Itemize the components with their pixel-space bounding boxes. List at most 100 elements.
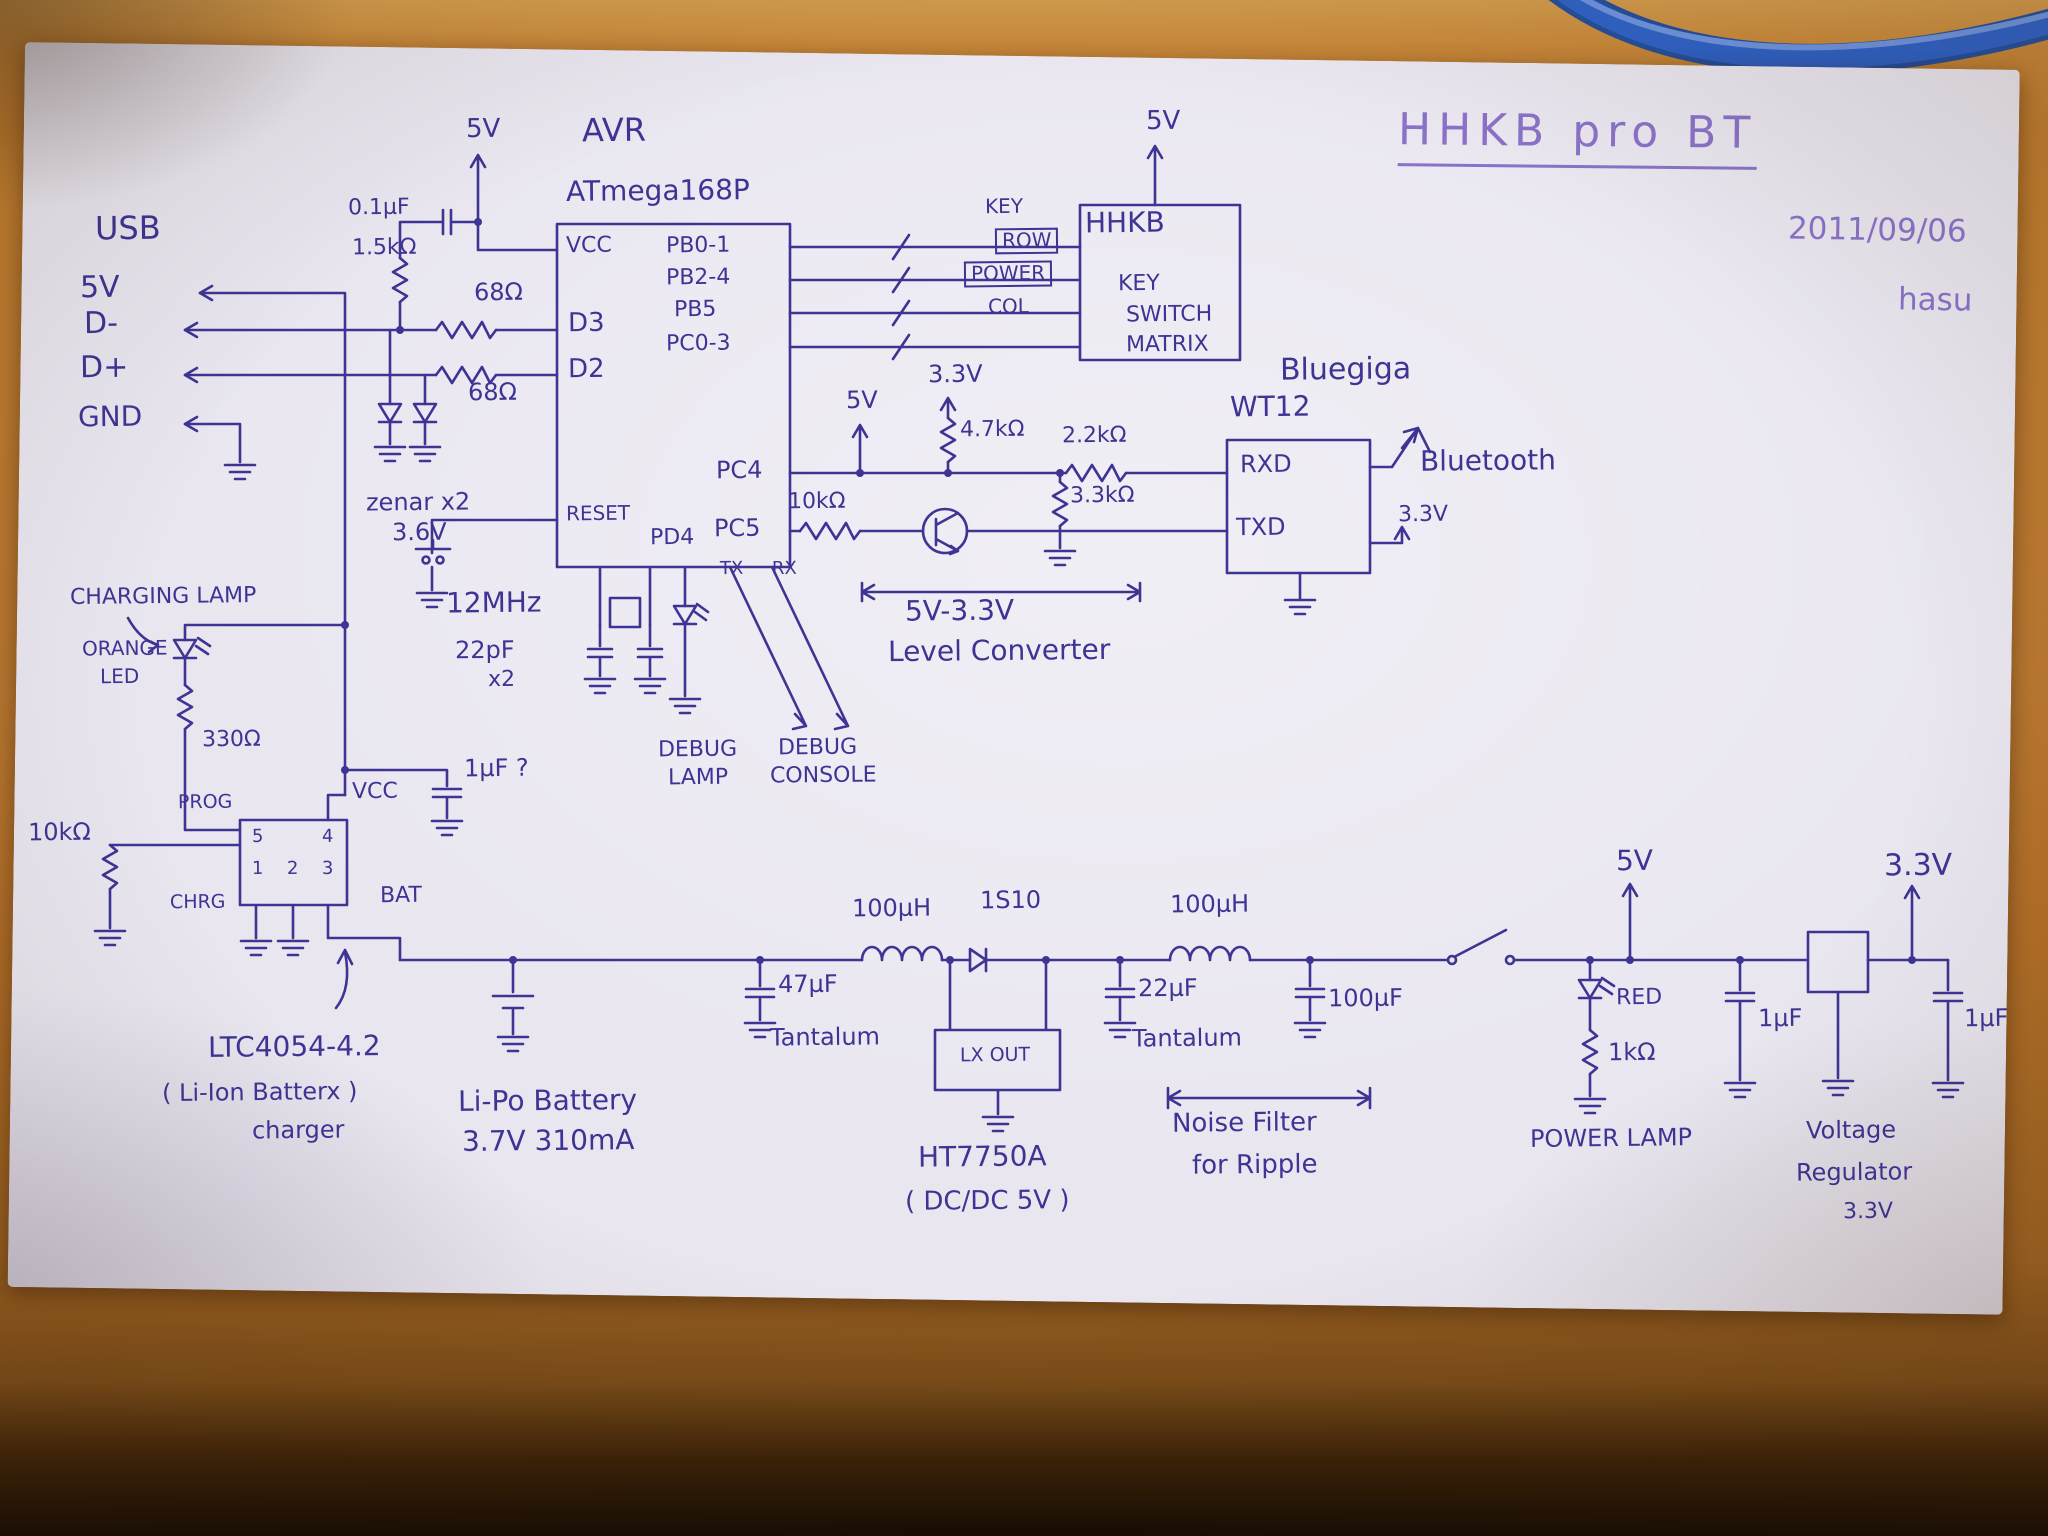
label-res-15k: 1.5kΩ xyxy=(351,234,417,261)
label-r10k: 10kΩ xyxy=(27,817,91,847)
label-pin-vcc2: VCC xyxy=(351,778,398,805)
label-res-68-a: 68Ω xyxy=(473,277,524,307)
label-led: LED xyxy=(99,663,140,689)
label-avr-5v: 5V xyxy=(465,113,501,145)
label-d1s10: 1S10 xyxy=(979,885,1042,915)
label-nf1: Noise Filter xyxy=(1171,1107,1317,1139)
label-pin-pb24: PB2-4 xyxy=(665,264,731,291)
label-usb-dplus: D+ xyxy=(79,349,129,386)
label-c1uf-q: 1μF ? xyxy=(463,753,529,783)
label-zener: zenar x2 xyxy=(365,487,471,517)
label-pin-reset: RESET xyxy=(565,500,631,526)
label-lc-name: Level Converter xyxy=(887,632,1111,669)
label-pin4: 4 xyxy=(321,825,334,848)
label-bt-33v: 3.3V xyxy=(1397,501,1449,528)
label-usb-5v: 5V xyxy=(79,269,120,306)
power-rail-wires xyxy=(398,882,1965,1133)
label-res-10k-lc: 10kΩ xyxy=(787,488,846,515)
label-vr1: Voltage xyxy=(1805,1115,1897,1145)
label-usb-gnd: GND xyxy=(77,399,143,434)
label-pin-pc4: PC4 xyxy=(715,455,763,485)
date-note: 2011/09/06 xyxy=(1787,210,1967,250)
label-debug-console: DEBUG xyxy=(777,734,858,761)
label-bus-col: COL xyxy=(987,293,1029,319)
label-orange: ORANGE xyxy=(81,635,168,661)
label-bus-power: POWER xyxy=(963,260,1053,288)
label-lc-5v: 5V xyxy=(845,385,878,415)
label-bluegiga: Bluegiga xyxy=(1279,351,1412,388)
label-res-47k: 4.7kΩ xyxy=(959,416,1025,443)
label-lxout: LX OUT xyxy=(959,1043,1031,1067)
label-r1k: 1kΩ xyxy=(1607,1037,1656,1067)
label-pin-d2: D2 xyxy=(567,353,605,385)
level-converter-wires xyxy=(788,396,1229,603)
label-pin-prog: PROG xyxy=(177,790,233,814)
label-pin-chrg: CHRG xyxy=(169,890,226,914)
label-lc-range: 5V-3.3V xyxy=(904,593,1015,628)
label-hhkb-key: KEY xyxy=(1117,270,1160,297)
label-debug-lamp2: LAMP xyxy=(667,764,729,791)
page-title: HHKB pro BT xyxy=(1397,104,1758,170)
label-pin-pc03: PC0-3 xyxy=(665,330,731,357)
label-usb: USB xyxy=(94,208,161,248)
label-pin-vcc: VCC xyxy=(565,232,612,259)
label-pin1: 1 xyxy=(251,857,264,880)
label-pin3: 3 xyxy=(321,857,334,880)
label-cap-01uf: 0.1μF xyxy=(347,194,410,221)
label-usb-dminus: D- xyxy=(83,305,119,342)
label-c1uf-b: 1μF xyxy=(1963,1003,2009,1033)
charger-wires xyxy=(93,616,464,1010)
label-c47uf-t: Tantalum xyxy=(769,1022,881,1052)
label-pin-d3: D3 xyxy=(567,307,605,339)
label-vr3: 3.3V xyxy=(1842,1198,1894,1225)
label-res-22k: 2.2kΩ xyxy=(1061,422,1127,449)
label-res-33k: 3.3kΩ xyxy=(1069,482,1135,509)
label-c100uf: 100μF xyxy=(1327,983,1404,1013)
label-l100-b: 100μH xyxy=(1169,889,1250,919)
label-tx: TX xyxy=(719,557,744,580)
label-l100-a: 100μH xyxy=(851,893,932,923)
label-xtal: 12MHz xyxy=(445,585,542,620)
label-vr2: Regulator xyxy=(1795,1157,1913,1187)
label-pin-bat: BAT xyxy=(379,882,423,909)
label-debug-console2: CONSOLE xyxy=(769,762,877,789)
label-c22uf: 22μF xyxy=(1137,973,1198,1003)
label-ht7750: HT7750A xyxy=(917,1139,1047,1174)
crystal-wires xyxy=(583,565,667,695)
label-c22uf-t: Tantalum xyxy=(1131,1023,1243,1053)
label-debug-lamp: DEBUG xyxy=(657,736,738,763)
label-c22pf-x2: x2 xyxy=(487,666,516,693)
label-r330: 330Ω xyxy=(201,726,261,753)
label-ltc: LTC4054-4.2 xyxy=(207,1029,381,1064)
label-red: RED xyxy=(1615,984,1663,1011)
label-pin-txd: TXD xyxy=(1235,512,1286,542)
label-c22pf: 22pF xyxy=(454,635,515,665)
label-charging-lamp: CHARGING LAMP xyxy=(69,583,257,610)
label-zener-v: 3.6V xyxy=(391,517,447,547)
usb-section-wires xyxy=(183,284,559,797)
label-pin-pb5: PB5 xyxy=(673,296,717,323)
label-avr: AVR xyxy=(581,110,647,150)
author-note: hasu xyxy=(1897,281,1973,319)
label-hhkb-switch: SWITCH xyxy=(1125,301,1213,328)
label-hhkb-5v: 5V xyxy=(1145,105,1181,137)
wt12-box xyxy=(1225,426,1432,616)
label-pin-pb01: PB0-1 xyxy=(665,232,731,259)
label-lipo: Li-Po Battery xyxy=(457,1083,638,1118)
label-bluetooth: Bluetooth xyxy=(1419,443,1557,478)
label-hhkb-matrix: MATRIX xyxy=(1125,331,1209,358)
label-ltc2: ( Li-Ion Batterx ) xyxy=(161,1076,358,1108)
label-pin-rxd: RXD xyxy=(1239,449,1292,479)
label-avr-part: ATmega168P xyxy=(565,173,751,208)
label-pin-pc5: PC5 xyxy=(713,513,761,543)
label-pin2: 2 xyxy=(286,857,299,880)
label-hhkb: HHKB xyxy=(1084,205,1165,240)
debug-wires xyxy=(668,565,850,731)
label-res-68-b: 68Ω xyxy=(467,377,518,407)
keyboard-bus-wires xyxy=(788,233,1082,361)
hhkb-matrix-box xyxy=(1078,144,1242,362)
label-nf2: for Ripple xyxy=(1191,1149,1318,1181)
